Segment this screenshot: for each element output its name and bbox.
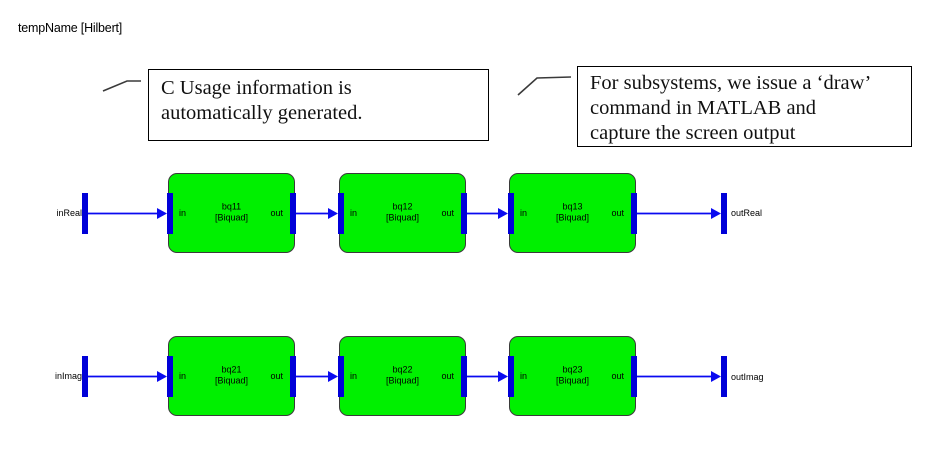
block-inport-label: in xyxy=(350,208,358,218)
block-inport-bar xyxy=(508,192,514,234)
annotation-note-1[interactable]: C Usage information is automatically gen… xyxy=(148,69,489,141)
block-outport-label: out xyxy=(611,208,624,218)
block-name-line: bq12 xyxy=(392,201,413,212)
block-name: bq13 [Biquad] xyxy=(510,202,635,224)
block-outport-label: out xyxy=(441,208,454,218)
block-type-line: [Biquad] xyxy=(385,212,420,223)
annotation-line: capture the screen output xyxy=(590,122,796,144)
inport-bar-inimag[interactable] xyxy=(82,355,88,397)
inport-label-inreal: inReal xyxy=(56,208,82,218)
inport-bar-inreal[interactable] xyxy=(82,192,88,234)
block-inport-label: in xyxy=(179,208,187,218)
annotation-line: C Usage information is xyxy=(161,77,352,99)
block-inport-label: in xyxy=(520,208,528,218)
block-name: bq22 [Biquad] xyxy=(340,365,465,387)
block-name-line: bq13 xyxy=(562,201,583,212)
block-inport-bar xyxy=(167,355,173,397)
inport-label-inimag: inImag xyxy=(54,371,82,381)
block-type-line: [Biquad] xyxy=(555,375,590,386)
subsystem-block-bq12[interactable]: in bq12 [Biquad] out xyxy=(338,173,467,253)
annotation-line: automatically generated. xyxy=(161,102,363,124)
block-inport-label: in xyxy=(179,371,187,381)
outport-label-outreal: outReal xyxy=(731,208,763,218)
block-outport-bar xyxy=(461,192,467,234)
block-type-line: [Biquad] xyxy=(214,375,249,386)
block-outport-bar xyxy=(631,355,637,397)
block-type-line: [Biquad] xyxy=(555,212,590,223)
block-outport-label: out xyxy=(611,371,624,381)
outport-bar-outimag[interactable] xyxy=(721,355,727,397)
annotation-note-2[interactable]: For subsystems, we issue a ‘draw’ comman… xyxy=(577,66,912,147)
outport-label-outimag: outImag xyxy=(731,372,764,382)
block-inport-bar xyxy=(338,355,344,397)
leader-line-note-2 xyxy=(517,76,572,96)
block-inport-bar xyxy=(338,192,344,234)
block-name: bq12 [Biquad] xyxy=(340,202,465,224)
block-outport-label: out xyxy=(441,371,454,381)
block-inport-bar xyxy=(167,192,173,234)
subsystem-block-bq22[interactable]: in bq22 [Biquad] out xyxy=(338,336,467,416)
block-inport-bar xyxy=(508,355,514,397)
block-outport-label: out xyxy=(270,208,283,218)
block-type-line: [Biquad] xyxy=(385,375,420,386)
block-name-line: bq23 xyxy=(562,364,583,375)
block-name-line: bq22 xyxy=(392,364,413,375)
model-title: tempName [Hilbert] xyxy=(18,21,123,35)
annotation-line: command in MATLAB and xyxy=(590,97,817,119)
block-inport-label: in xyxy=(350,371,358,381)
annotation-line: For subsystems, we issue a ‘draw’ xyxy=(590,72,872,94)
block-name-line: bq11 xyxy=(221,201,242,212)
subsystem-block-bq23[interactable]: in bq23 [Biquad] out xyxy=(508,336,637,416)
subsystem-block-bq11[interactable]: in bq11 [Biquad] out xyxy=(167,173,296,253)
outport-bar-outreal[interactable] xyxy=(721,192,727,234)
block-outport-bar xyxy=(290,192,296,234)
leader-line-note-1 xyxy=(102,80,141,92)
subsystem-block-bq13[interactable]: in bq13 [Biquad] out xyxy=(508,173,637,253)
block-outport-bar xyxy=(290,355,296,397)
block-outport-bar xyxy=(631,192,637,234)
block-name: bq11 [Biquad] xyxy=(169,202,294,224)
block-type-line: [Biquad] xyxy=(214,212,249,223)
block-name: bq23 [Biquad] xyxy=(510,365,635,387)
block-outport-label: out xyxy=(270,371,283,381)
subsystem-block-bq21[interactable]: in bq21 [Biquad] out xyxy=(167,336,296,416)
block-outport-bar xyxy=(461,355,467,397)
block-name-line: bq21 xyxy=(221,364,242,375)
block-name: bq21 [Biquad] xyxy=(169,365,294,387)
block-inport-label: in xyxy=(520,371,528,381)
